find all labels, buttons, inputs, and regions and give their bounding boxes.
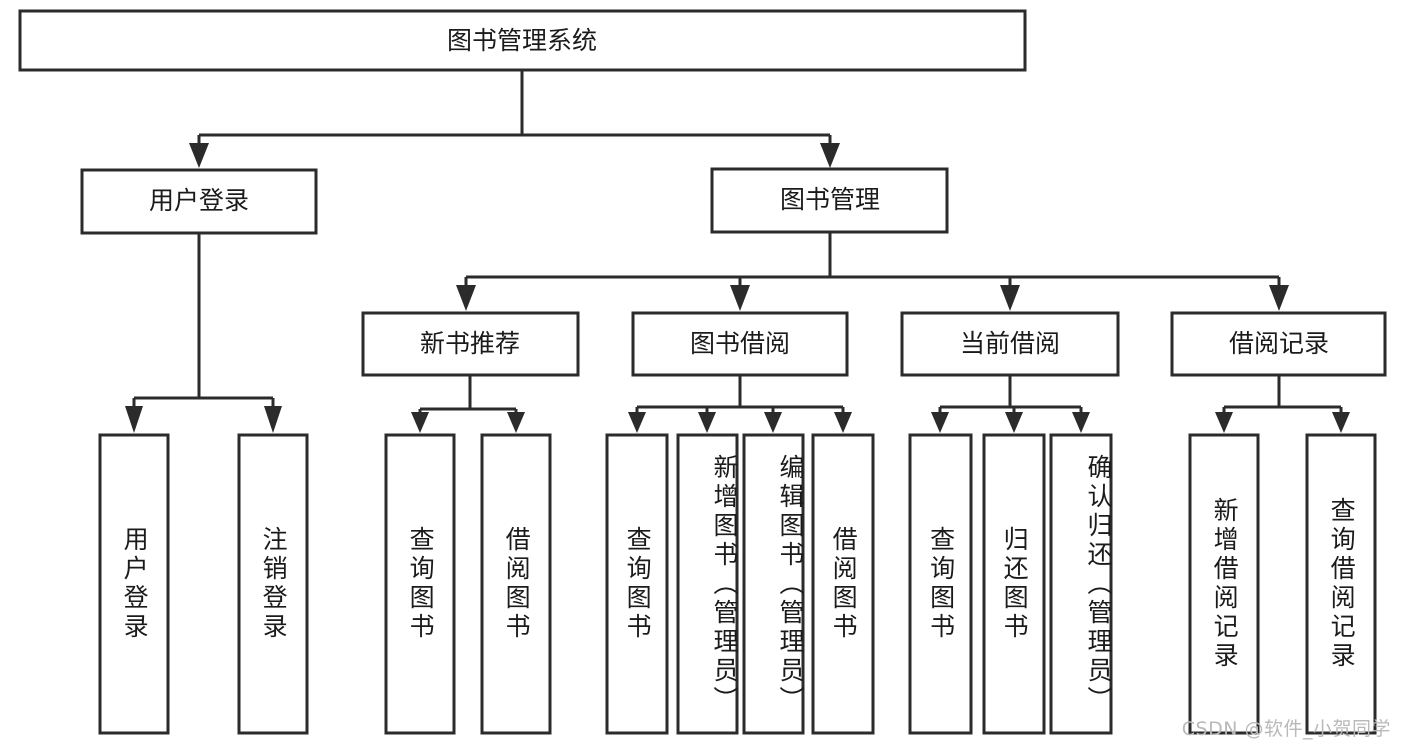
node-book-manage-rect[interactable] [710,167,949,234]
node-leaf-query-record-rect[interactable] [1305,433,1377,735]
node-leaf-add-book-rect[interactable] [676,433,739,735]
edge-group-book-borrow [628,375,852,433]
arrowhead-to-leaf-confirm-return [1072,412,1090,433]
arrowhead-to-leaf-add-record [1215,412,1233,433]
node-leaf-logout-rect[interactable] [237,433,309,735]
node-leaf-query-book-new-rect[interactable] [384,433,456,735]
node-current-borrow-rect[interactable] [900,311,1120,377]
node-book-borrow[interactable]: 图书借阅 [631,311,849,377]
csdn-watermark: CSDN @软件_小贺同学 [1181,718,1391,740]
node-user-login[interactable]: 用户登录 [80,168,318,235]
node-book-borrow-rect[interactable] [631,311,849,377]
node-root-rect[interactable] [18,9,1027,72]
node-book-manage-label: 图书管理 [780,185,880,214]
node-new-book-recommend[interactable]: 新书推荐 [361,311,580,377]
arrowhead-to-book-borrow [730,285,750,311]
node-borrow-record[interactable]: 借阅记录 [1170,311,1387,377]
node-leaf-return-book-rect[interactable] [982,433,1046,735]
arrowhead-root-to-book-manage [820,143,840,168]
arrowhead-to-new-book-recommend [456,285,476,311]
node-user-login-label: 用户登录 [149,186,249,215]
node-current-borrow-label: 当前借阅 [960,329,1060,358]
arrowhead-to-borrow-record [1269,285,1289,311]
node-leaf-user-login-rect[interactable] [98,433,170,735]
node-root[interactable]: 图书管理系统 [18,9,1027,72]
node-leaf-confirm-return-rect[interactable] [1049,433,1113,735]
arrowhead-to-leaf-query-book-new [411,412,429,433]
node-leaf-add-record-rect[interactable] [1188,433,1260,735]
arrowhead-to-leaf-query-book-borrow [628,412,646,433]
leaf-rect-group [98,433,1377,735]
edge-group-borrow-record [1215,375,1350,433]
arrowhead-to-leaf-borrow-book-new [507,412,525,433]
node-new-book-recommend-label: 新书推荐 [420,329,520,358]
node-book-borrow-label: 图书借阅 [690,329,790,358]
node-new-book-recommend-rect[interactable] [361,311,580,377]
node-leaf-borrow-book-new-rect[interactable] [480,433,552,735]
arrowhead-to-leaf-return-book [1005,412,1023,433]
node-borrow-record-label: 借阅记录 [1229,329,1329,358]
edge-group-book-manage [456,232,1289,311]
edge-group-root [189,70,840,168]
node-leaf-query-book-cur-rect[interactable] [908,433,973,735]
node-book-manage[interactable]: 图书管理 [710,167,949,234]
node-user-login-rect[interactable] [80,168,318,235]
arrowhead-to-leaf-user-login [125,406,143,433]
arrowhead-root-to-user-login [189,143,209,168]
edge-group-new-book-recommend [411,375,525,433]
edge-group-user-login [125,233,282,433]
arrowhead-to-leaf-logout [264,406,282,433]
arrowhead-to-leaf-add-book [698,412,716,433]
node-leaf-query-book-borrow-rect[interactable] [605,433,669,735]
node-current-borrow[interactable]: 当前借阅 [900,311,1120,377]
arrowhead-to-current-borrow [1000,285,1020,311]
node-leaf-borrow-book-rect[interactable] [811,433,875,735]
edge-group-current-borrow [931,375,1090,433]
node-borrow-record-rect[interactable] [1170,311,1387,377]
node-root-label: 图书管理系统 [447,26,597,55]
node-leaf-edit-book-rect[interactable] [742,433,805,735]
arrowhead-to-leaf-borrow-book [834,412,852,433]
arrowhead-to-leaf-query-record [1332,412,1350,433]
arrowhead-to-leaf-query-book-cur [931,412,949,433]
arrowhead-to-leaf-edit-book [764,412,782,433]
